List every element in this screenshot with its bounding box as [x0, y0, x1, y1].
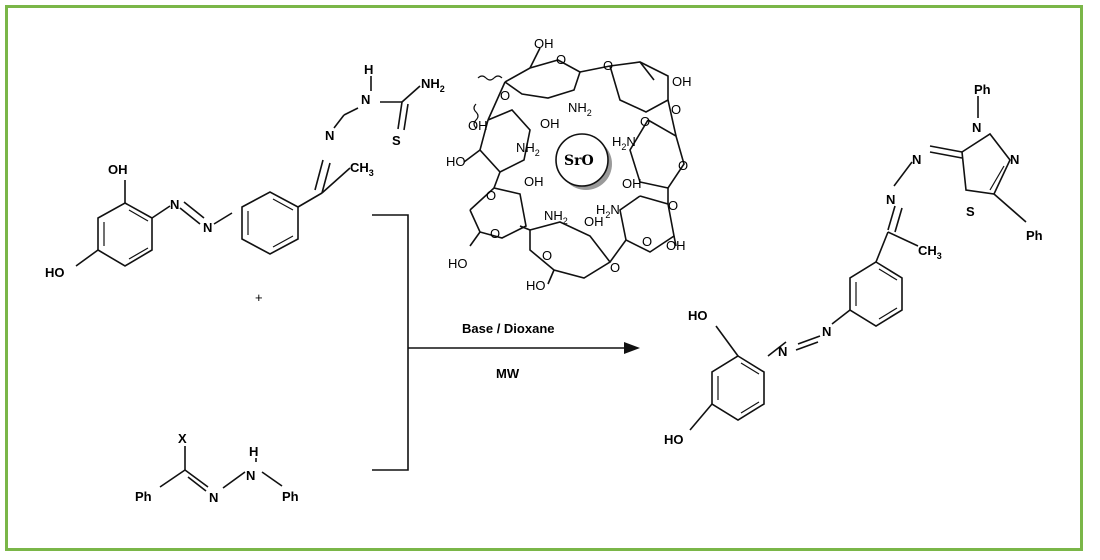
cat-oh2: OH — [672, 74, 692, 89]
product-s-ring: S — [966, 204, 975, 219]
product-ph-top: Ph — [974, 82, 991, 97]
atom-azo-n2: N — [203, 220, 212, 235]
sugar-ring-2 — [609, 61, 669, 113]
atom-nh2: NH2 — [421, 76, 445, 94]
cat-oh4: OH — [524, 174, 544, 189]
atom-azo-n1: N — [170, 197, 179, 212]
atom-n-imine: N — [209, 490, 218, 505]
reactant-hydrazonoyl: X Ph N N H Ph — [135, 431, 299, 505]
resorcinol-ring — [97, 202, 153, 267]
cat-ho1: HO — [446, 154, 466, 169]
thiadiazole-ring — [961, 132, 1011, 195]
product-n-ring-top: N — [972, 120, 981, 135]
product-azo-n1: N — [822, 324, 831, 339]
cat-oh1: OH — [534, 36, 554, 51]
catalyst-macrocycle: SrO OH O O O OH NH2 OH O H2N O NH2 OH HO… — [446, 36, 692, 293]
cat-oh6: OH — [584, 214, 604, 229]
product-n-ring-right: N — [1010, 152, 1019, 167]
product-phenylene-ring — [849, 261, 903, 327]
cat-o8: O — [668, 198, 678, 213]
cat-ho2: HO — [526, 278, 546, 293]
cat-o3: O — [603, 58, 613, 73]
atom-n-h: N — [246, 468, 255, 483]
cat-h2n-b: H2N — [596, 202, 620, 220]
cat-o6: O — [486, 188, 496, 203]
product-n-hydrazone: N — [886, 192, 895, 207]
cat-o10: O — [542, 248, 552, 263]
phenylene-ring — [241, 191, 299, 255]
cat-o1: O — [500, 88, 510, 103]
cat-oh7: OH — [666, 238, 686, 253]
atom-imine-n: N — [325, 128, 334, 143]
atom-nh-n: N — [361, 92, 370, 107]
sro-label: SrO — [564, 153, 594, 169]
polymer-end-top — [477, 75, 503, 81]
method-label: MW — [496, 366, 520, 381]
cat-nh2a: NH2 — [568, 100, 592, 118]
plus-sign: + — [255, 290, 263, 305]
cat-o7: O — [490, 226, 500, 241]
atom-ph-left: Ph — [135, 489, 152, 504]
product-azo-n2: N — [778, 344, 787, 359]
product-oh-top: HO — [688, 308, 708, 323]
product-molecule: Ph N N S Ph N N CH3 N N HO HO — [664, 82, 1043, 447]
cat-o12: O — [640, 114, 650, 129]
cat-o2: O — [556, 52, 566, 67]
cat-oh3: OH — [540, 116, 560, 131]
sugar-ring-5 — [529, 221, 612, 279]
product-n-exo: N — [912, 152, 921, 167]
product-resorcinol-ring — [711, 355, 765, 421]
reactant-bracket — [372, 214, 409, 471]
cat-o9: O — [642, 234, 652, 249]
polymer-end-left — [473, 103, 479, 129]
atom-h: H — [249, 444, 258, 459]
cat-oh5: OH — [622, 176, 642, 191]
sro-particle — [555, 133, 609, 187]
cat-o4: O — [671, 102, 681, 117]
cat-nh2c: NH2 — [544, 208, 568, 226]
atom-ph-right: Ph — [282, 489, 299, 504]
cat-oh8: OH — [468, 118, 488, 133]
atom-nh-h: H — [364, 62, 373, 77]
atom-x: X — [178, 431, 187, 446]
atom-s: S — [392, 133, 401, 148]
product-oh-bottom: HO — [664, 432, 684, 447]
cat-o11: O — [610, 260, 620, 275]
cat-o5: O — [678, 158, 688, 173]
atom-ch3: CH3 — [350, 160, 374, 178]
arrow-head-icon — [624, 342, 640, 354]
sugar-ring-1 — [504, 59, 581, 99]
cat-nh2b: NH2 — [516, 140, 540, 158]
reactant-thiosemicarbazone: OH HO N N N N H NH2 S CH3 — [45, 62, 445, 280]
cat-ho3: HO — [448, 256, 468, 271]
atom-ho-bottom: HO — [45, 265, 65, 280]
atom-oh-top: OH — [108, 162, 128, 177]
product-ph-right: Ph — [1026, 228, 1043, 243]
reaction-arrow-group: Base / Dioxane MW — [372, 214, 640, 471]
product-ch3: CH3 — [918, 243, 942, 261]
reagent-label: Base / Dioxane — [462, 321, 555, 336]
cat-h2n-a: H2N — [612, 134, 636, 152]
